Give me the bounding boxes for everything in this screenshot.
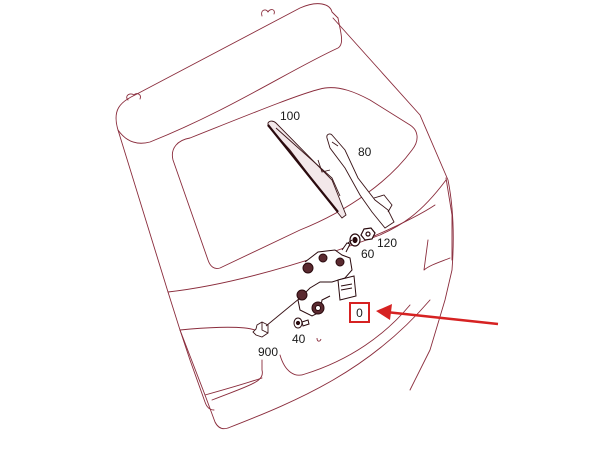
wiper-arm-80: [326, 133, 395, 229]
callout-60: 60: [361, 247, 375, 261]
highlight-arrow: [376, 304, 499, 326]
tailgate-bottom-panel: [211, 359, 263, 401]
washer-60: [349, 233, 361, 247]
wiper-blade-100: [267, 120, 347, 219]
callout-100: 100: [280, 109, 301, 123]
window-lower-frame: [167, 179, 447, 293]
right-panel-diagonal: [364, 204, 436, 241]
nut-120: [360, 227, 376, 241]
bolt-40: [293, 317, 310, 329]
spoiler-lower-edge: [117, 17, 343, 144]
hinge-tab-left: [126, 93, 141, 101]
lower-panel-line: [204, 377, 263, 396]
rear-window: [171, 87, 418, 269]
plate-recess: [279, 304, 411, 376]
callout-120: 120: [377, 236, 398, 250]
tailgate-left-edge: [117, 129, 229, 430]
tailgate-right-edge: [332, 17, 454, 391]
callout-80: 80: [358, 145, 372, 159]
hinge-tab-right: [261, 9, 275, 17]
tailgate-left-inner: [179, 329, 215, 411]
callout-900: 900: [258, 345, 279, 359]
clip-mark: [316, 337, 322, 342]
wiper-motor-0: [296, 239, 357, 317]
tailgate-right-inner: [445, 177, 453, 261]
tailgate-outline: [115, 3, 339, 131]
tailgate-right-panel: [423, 239, 451, 271]
mid-panel-line: [179, 326, 256, 331]
highlighted-callout-0: 0: [349, 302, 370, 323]
callout-0: 0: [356, 305, 363, 320]
tailgate-bottom-curve: [227, 299, 431, 429]
connector-900: [252, 297, 301, 338]
callout-40: 40: [292, 332, 306, 346]
